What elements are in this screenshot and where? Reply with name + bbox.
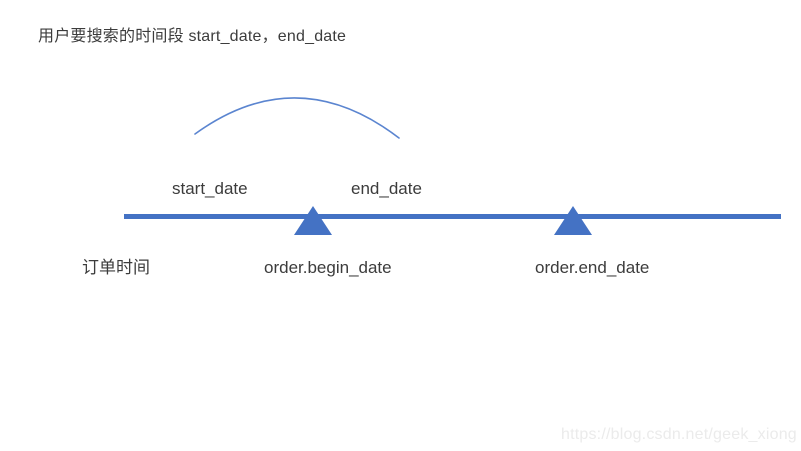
watermark-text: https://blog.csdn.net/geek_xiong [561,426,797,443]
label-order-begin-date: order.begin_date [264,258,392,277]
label-end-date: end_date [351,179,422,198]
timeline-axis [124,214,781,219]
marker-order-end-date [554,206,592,235]
label-start-date: start_date [172,179,248,198]
page-title: 用户要搜索的时间段 start_date，end_date [38,28,347,45]
label-order-time: 订单时间 [82,258,150,277]
label-order-end-date: order.end_date [535,258,650,277]
marker-order-begin-date [294,206,332,235]
